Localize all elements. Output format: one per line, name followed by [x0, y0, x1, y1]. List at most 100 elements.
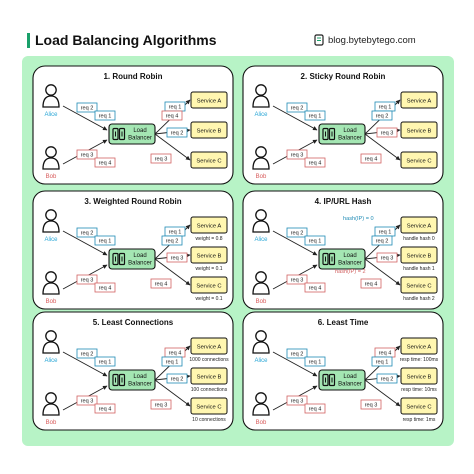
user-bob-body: [42, 282, 60, 295]
service-label: Service B: [197, 375, 222, 381]
user-bob-head: [45, 146, 57, 158]
service-box: [400, 246, 438, 264]
request-out-label-box: [371, 356, 393, 367]
user-bob-head: [255, 271, 267, 283]
user-bob-body: [42, 403, 60, 416]
service-box: [400, 397, 438, 415]
user-bob-body: [252, 282, 270, 295]
request-out-label: req 1: [379, 230, 392, 236]
request-in-label: req 4: [309, 286, 322, 292]
request-in-label: req 4: [309, 161, 322, 167]
service-label: Service B: [407, 129, 432, 135]
request-out-label-box: [371, 110, 393, 121]
request-out-label: req 3: [155, 403, 168, 409]
request-in-label-box: [304, 356, 326, 367]
request-in-label: req 3: [81, 278, 94, 284]
panel-title: 5. Least Connections: [93, 318, 174, 327]
user-alice-head: [255, 84, 267, 96]
service-label: Service B: [407, 254, 432, 260]
service-note: resp time: 10ms: [401, 387, 437, 393]
service-box: [190, 121, 228, 139]
request-in-label-box: [76, 102, 98, 113]
user-bob-head: [255, 392, 267, 404]
load-balancer-label: Load: [343, 374, 356, 380]
panel-title: 6. Least Time: [318, 318, 369, 327]
service-box: [400, 337, 438, 355]
load-balancer-label: Balancer: [128, 382, 152, 388]
request-out-label: req 2: [376, 114, 389, 120]
user-alice-body: [42, 220, 60, 233]
balancer-icon: [322, 252, 336, 266]
request-out-label: req 2: [381, 377, 394, 383]
request-in-label: req 3: [291, 153, 304, 159]
service-note: 100 connections: [191, 387, 228, 393]
request-out-label: req 3: [171, 256, 184, 262]
arrow-lb-to-service: [364, 133, 401, 161]
user-bob-head: [255, 146, 267, 158]
request-in-label: req 1: [309, 360, 322, 366]
request-out-label-box: [166, 373, 188, 384]
user-alice-head: [45, 330, 57, 342]
user-bob-head: [45, 271, 57, 283]
balancer-icon-right: [328, 252, 336, 266]
site-link[interactable]: blog.bytebytego.com: [314, 34, 416, 46]
request-out-label-box: [161, 110, 183, 121]
request-in-label: req 1: [309, 239, 322, 245]
service-note: handle hash 0: [403, 236, 435, 242]
service-note: weight = 0.1: [195, 296, 222, 302]
request-in-label-box: [304, 403, 326, 414]
arrow-user-to-lb: [272, 351, 318, 377]
request-out-label: req 4: [365, 157, 378, 163]
site-url: blog.bytebytego.com: [328, 34, 416, 46]
balancer-icon: [112, 127, 126, 141]
user-alice-label: Alice: [44, 112, 58, 118]
service-box: [190, 337, 228, 355]
service-box: [400, 91, 438, 109]
service-box: [190, 367, 228, 385]
service-box: [190, 216, 228, 234]
user-bob-label: Bob: [46, 174, 57, 180]
request-in-label: req 1: [309, 114, 322, 120]
request-out-label: req 4: [155, 282, 168, 288]
request-in-label: req 2: [291, 106, 304, 112]
arrow-lb-to-service: [154, 379, 191, 407]
user-bob-head: [45, 392, 57, 404]
user-bob-body: [42, 157, 60, 170]
load-balancer-label: Load: [133, 374, 146, 380]
request-out-label: req 4: [379, 351, 392, 357]
service-label: Service B: [407, 375, 432, 381]
request-out-label: req 2: [376, 239, 389, 245]
balancer-icon-left: [322, 252, 329, 266]
user-bob-label: Bob: [46, 299, 57, 305]
panel-title: 4. IP/URL Hash: [315, 197, 372, 206]
request-in-label-box: [304, 110, 326, 121]
request-in-label: req 4: [99, 161, 112, 167]
request-in-label: req 1: [99, 360, 112, 366]
service-note: resp time: 1ms: [403, 417, 436, 423]
arrow-lb-to-service: [154, 258, 191, 286]
request-out-label-box: [166, 252, 188, 263]
request-in-label-box: [76, 274, 98, 285]
load-balancer-label: Balancer: [128, 136, 152, 142]
user-alice-label: Alice: [44, 358, 58, 364]
service-label: Service A: [197, 345, 222, 351]
request-out-label-box: [376, 127, 398, 138]
service-label: Service C: [196, 405, 221, 411]
arrow-lb-to-service: [364, 379, 401, 407]
user-bob-body: [252, 157, 270, 170]
request-out-label: req 1: [166, 360, 179, 366]
request-out-label-box: [150, 278, 172, 289]
title-accent-bar: [27, 33, 30, 48]
balancer-icon-left: [322, 373, 329, 387]
service-label: Service C: [406, 405, 431, 411]
service-box: [190, 397, 228, 415]
request-in-label-box: [76, 227, 98, 238]
service-note: handle hash 1: [403, 266, 435, 272]
request-out-label: req 4: [166, 114, 179, 120]
load-balancer-label: Load: [133, 128, 146, 134]
request-out-label: req 2: [171, 377, 184, 383]
request-in-label: req 2: [81, 231, 94, 237]
request-out-label: req 1: [376, 360, 389, 366]
request-in-label-box: [286, 149, 308, 160]
request-in-label: req 3: [81, 399, 94, 405]
